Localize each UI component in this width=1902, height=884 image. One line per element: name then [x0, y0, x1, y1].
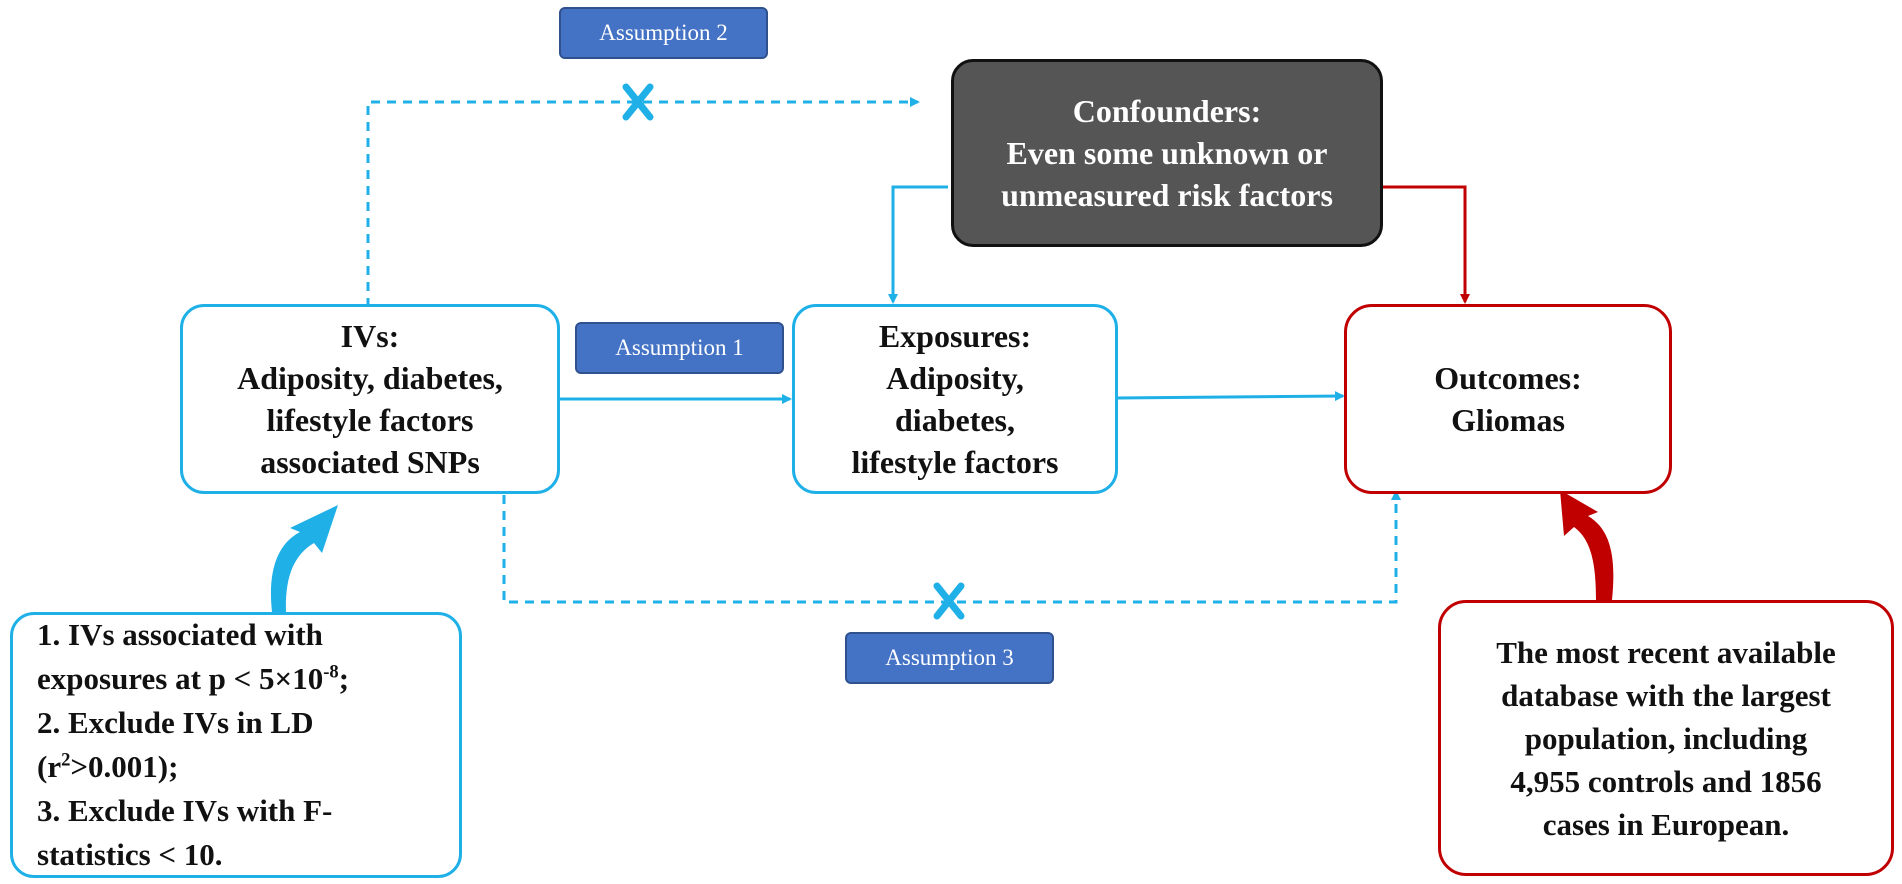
x-mark-icon [933, 582, 965, 620]
iv-criteria-box: 1. IVs associated with exposures at p < … [10, 612, 462, 878]
outcomes-box: Outcomes: Gliomas [1344, 304, 1672, 494]
assumption-3-text: Assumption 3 [885, 645, 1014, 670]
criteria-line-4-exponent: 2 [61, 749, 71, 771]
exposures-line-3: lifestyle factors [851, 444, 1059, 480]
criteria-line-5: 3. Exclude IVs with F- [37, 793, 333, 828]
criteria-curved-arrow [270, 505, 338, 612]
confounders-box: Confounders: Even some unknown or unmeas… [951, 59, 1383, 247]
ivs-title: IVs: [340, 318, 400, 354]
criteria-line-3: 2. Exclude IVs in LD [37, 705, 314, 740]
assumption-3-label: Assumption 3 [845, 632, 1054, 684]
exposures-line-2: diabetes, [895, 402, 1015, 438]
assumption3-dashed-path [502, 490, 1401, 604]
x-mark-icon [622, 83, 654, 121]
outcomes-title: Outcomes: [1434, 360, 1582, 396]
ivs-line-3: associated SNPs [260, 444, 480, 480]
confounders-line-1: Even some unknown or [1006, 135, 1328, 171]
criteria-line-4-end: >0.001); [70, 749, 179, 784]
criteria-line-4-main: (r [37, 749, 62, 784]
criteria-line-2-main: exposures at p < 5×10 [37, 661, 324, 696]
database-line-3: population, including [1524, 720, 1808, 756]
assumption-1-text: Assumption 1 [615, 335, 744, 360]
ivs-line-1: Adiposity, diabetes, [237, 360, 503, 396]
outcomes-line-1: Gliomas [1451, 402, 1565, 438]
database-line-2: database with the largest [1501, 677, 1831, 713]
database-line-1: The most recent available [1496, 634, 1836, 670]
assumption-2-text: Assumption 2 [599, 20, 728, 45]
confounders-to-outcomes-arrow [1383, 185, 1470, 304]
criteria-line-4: (r2>0.001); [37, 745, 178, 789]
criteria-line-2-exponent: -8 [323, 661, 339, 683]
criteria-line-1: 1. IVs associated with [37, 617, 323, 652]
assumption-1-label: Assumption 1 [575, 322, 784, 374]
database-line-5: cases in European. [1542, 806, 1790, 842]
database-box: The most recent available database with … [1438, 600, 1894, 876]
exposures-title: Exposures: [878, 318, 1032, 354]
confounders-to-exposures-arrow [888, 185, 948, 304]
criteria-line-2: exposures at p < 5×10-8; [37, 657, 349, 701]
exposures-line-1: Adiposity, [886, 360, 1024, 396]
ivs-box: IVs: Adiposity, diabetes, lifestyle fact… [180, 304, 560, 494]
confounders-line-2: unmeasured risk factors [1001, 177, 1333, 213]
criteria-line-6: statistics < 10. [37, 837, 223, 872]
criteria-line-2-end: ; [338, 661, 350, 696]
exposures-to-outcomes-arrow [1117, 391, 1345, 402]
database-curved-arrow [1560, 490, 1614, 600]
exposures-box: Exposures: Adiposity, diabetes, lifestyl… [792, 304, 1118, 494]
assumption-2-label: Assumption 2 [559, 7, 768, 59]
assumption2-dashed-path [366, 97, 920, 307]
database-line-4: 4,955 controls and 1856 [1510, 763, 1822, 799]
ivs-line-2: lifestyle factors [266, 402, 474, 438]
confounders-title: Confounders: [1072, 93, 1262, 129]
